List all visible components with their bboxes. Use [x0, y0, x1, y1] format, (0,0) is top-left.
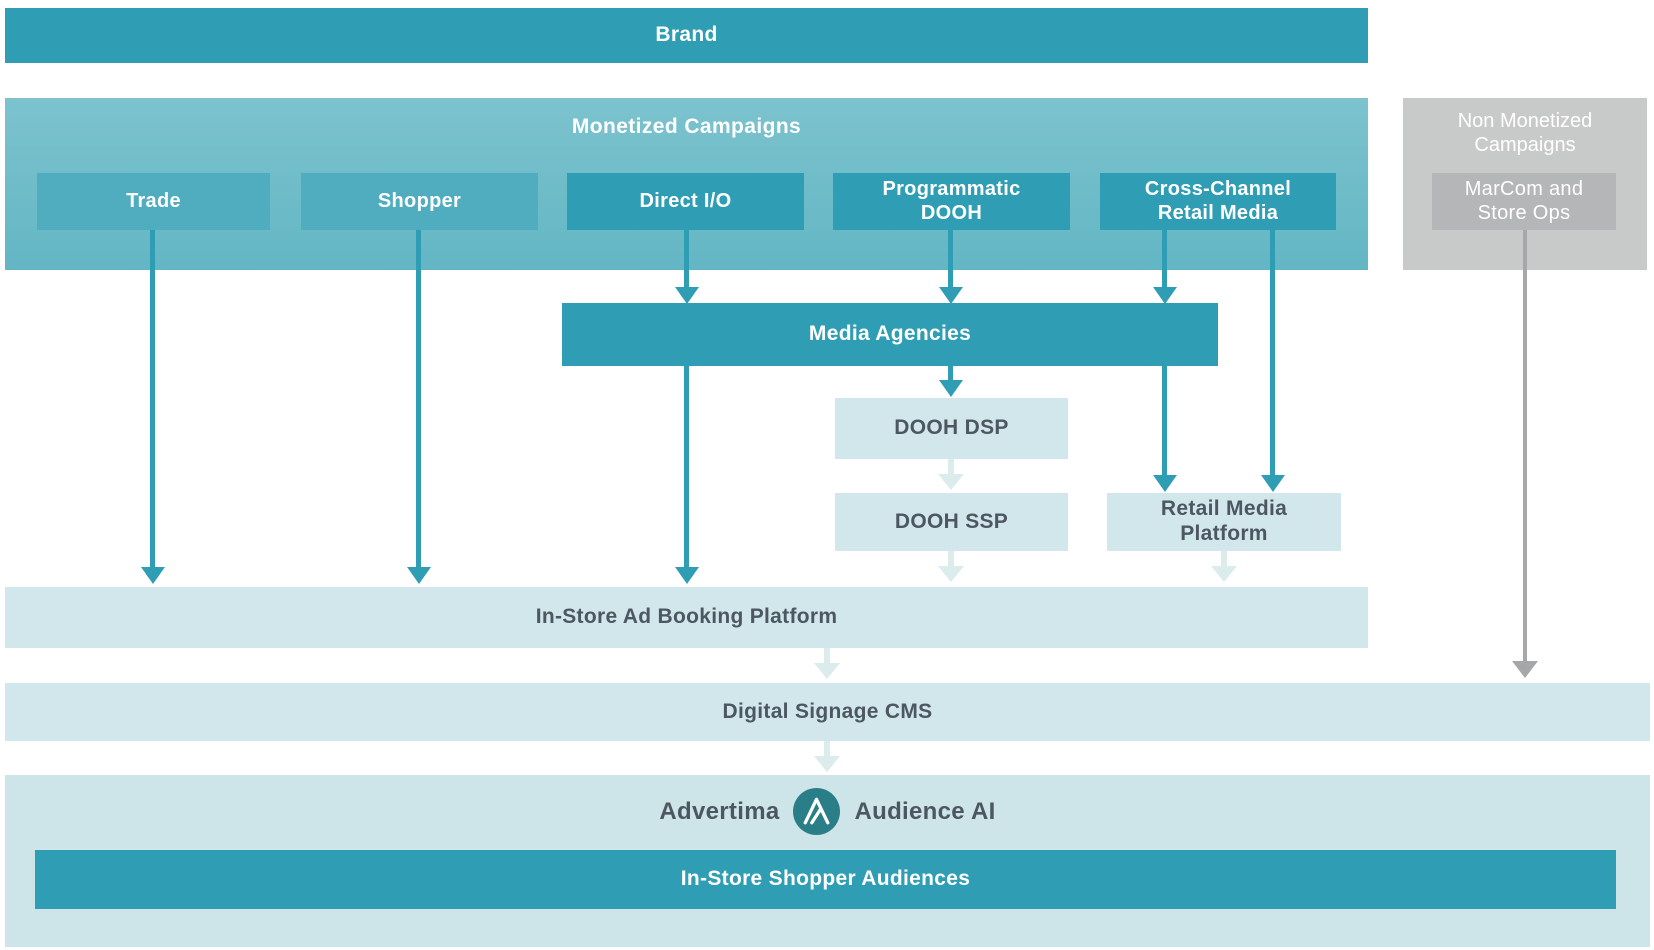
- digital-signage-cms-bar: Digital Signage CMS: [5, 683, 1650, 741]
- arrow-shopper-to-booking-head: [407, 567, 431, 584]
- dooh-dsp-label: DOOH DSP: [894, 416, 1009, 440]
- digital-signage-cms-label: Digital Signage CMS: [722, 699, 933, 723]
- arrow-trade-to-booking-line: [150, 230, 155, 567]
- arrow-agencies-to-rmp-line: [1162, 366, 1167, 475]
- arrow-ssp-to-booking-head: [938, 566, 964, 582]
- advertima-audience-ai-row: Advertima Audience AI: [5, 788, 1650, 835]
- arrow-directio-to-agencies-line: [684, 230, 689, 287]
- arrow-agencies-to-dsp-line: [948, 366, 953, 380]
- monetized-campaigns-label: Monetized Campaigns: [571, 115, 802, 138]
- cross-channel-retail-media-box: Cross-Channel Retail Media: [1100, 173, 1336, 230]
- brand-bar: Brand: [5, 8, 1368, 63]
- trade-label: Trade: [126, 189, 181, 212]
- arrow-agencies-to-rmp-head: [1153, 475, 1177, 492]
- programmatic-dooh-label: Programmatic DOOH: [882, 177, 1021, 224]
- arrow-dsp-to-ssp-head: [938, 474, 964, 490]
- trade-box: Trade: [37, 173, 270, 230]
- dooh-ssp-label: DOOH SSP: [894, 509, 1009, 533]
- arrow-cms-to-advertima-head: [814, 756, 840, 772]
- advertima-wordmark: Advertima: [659, 797, 780, 825]
- arrow-booking-to-cms-head: [814, 663, 840, 679]
- arrow-rmp-to-booking-line: [1221, 551, 1227, 566]
- arrow-progdooh-to-agencies-line: [948, 230, 953, 287]
- in-store-shopper-audiences-label: In-Store Shopper Audiences: [680, 867, 971, 891]
- arrow-booking-to-cms-line: [824, 648, 830, 663]
- in-store-ad-booking-platform-label: In-Store Ad Booking Platform: [535, 605, 838, 629]
- arrow-trade-to-booking-head: [141, 567, 165, 584]
- arrow-crosschannel-to-agencies-line: [1162, 230, 1167, 287]
- retail-media-platform-label: Retail Media Platform: [1160, 497, 1288, 545]
- arrow-agencies-to-dsp-head: [939, 380, 963, 397]
- media-agencies-box: Media Agencies: [562, 303, 1218, 366]
- direct-io-box: Direct I/O: [567, 173, 804, 230]
- audience-ai-label: Audience AI: [854, 797, 996, 825]
- in-store-ad-booking-platform-bar: In-Store Ad Booking Platform: [5, 587, 1368, 648]
- arrow-agencies-to-booking-head: [675, 567, 699, 584]
- non-monetized-campaigns-label: Non Monetized Campaigns: [1403, 109, 1647, 158]
- arrow-directio-to-agencies-head: [675, 287, 699, 304]
- dooh-ssp-box: DOOH SSP: [835, 493, 1068, 551]
- arrow-dsp-to-ssp-line: [948, 459, 954, 474]
- brand-label: Brand: [655, 23, 718, 47]
- dooh-dsp-box: DOOH DSP: [835, 398, 1068, 459]
- arrow-cms-to-advertima-line: [824, 741, 830, 756]
- arrow-progdooh-to-agencies-head: [939, 287, 963, 304]
- cross-channel-retail-media-label: Cross-Channel Retail Media: [1144, 177, 1292, 224]
- marcom-store-ops-label: MarCom and Store Ops: [1464, 177, 1584, 224]
- media-agencies-label: Media Agencies: [808, 322, 972, 346]
- arrow-crosschannel-to-agencies-head: [1153, 287, 1177, 304]
- programmatic-dooh-box: Programmatic DOOH: [833, 173, 1070, 230]
- arrow-shopper-to-booking-line: [416, 230, 421, 567]
- retail-media-platform-box: Retail Media Platform: [1107, 493, 1341, 551]
- marcom-store-ops-box: MarCom and Store Ops: [1432, 173, 1616, 230]
- arrow-marcom-to-cms-line: [1523, 230, 1527, 661]
- in-store-shopper-audiences-bar: In-Store Shopper Audiences: [35, 850, 1616, 909]
- shopper-box: Shopper: [301, 173, 538, 230]
- advertima-panel: Advertima Audience AI In-Store Shopper A…: [5, 775, 1650, 947]
- arrow-rmp-to-booking-head: [1211, 566, 1237, 582]
- non-monetized-campaigns-text: Non Monetized Campaigns: [1457, 110, 1593, 157]
- arrow-agencies-to-booking-line: [684, 366, 689, 567]
- arrow-crosschannel-to-rmp-head: [1261, 475, 1285, 492]
- arrow-marcom-to-cms-head: [1512, 661, 1538, 678]
- shopper-label: Shopper: [377, 189, 462, 212]
- direct-io-label: Direct I/O: [639, 189, 732, 212]
- arrow-crosschannel-to-rmp-line: [1270, 230, 1275, 475]
- advertima-logo-icon: [793, 788, 841, 835]
- arrow-ssp-to-booking-line: [948, 551, 954, 566]
